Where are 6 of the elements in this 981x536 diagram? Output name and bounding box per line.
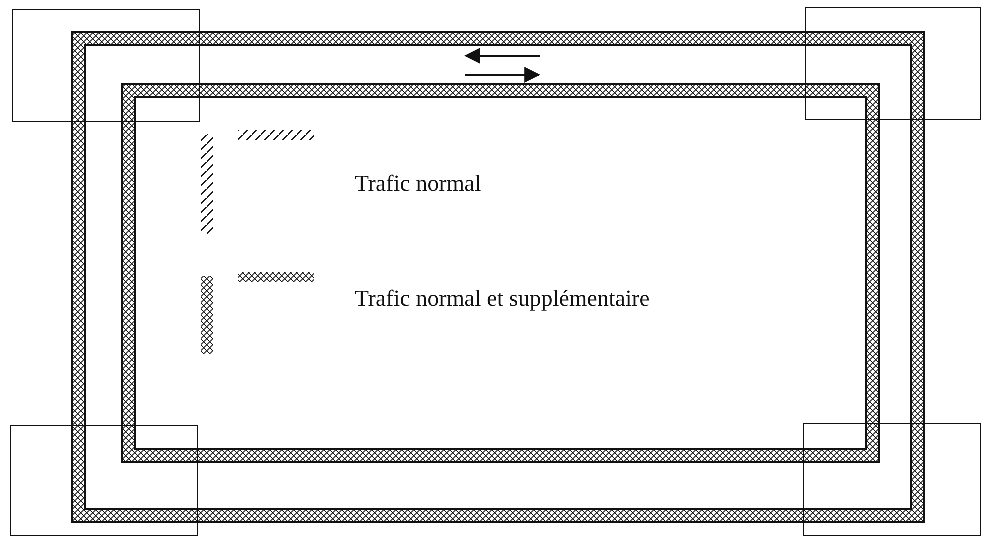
corner-box [805,7,981,120]
corner-box [10,425,198,536]
legend-label: Trafic normal [355,171,482,197]
legend-label: Trafic normal et supplémentaire [355,286,650,312]
corner-box [803,423,981,536]
corner-box [12,9,200,122]
